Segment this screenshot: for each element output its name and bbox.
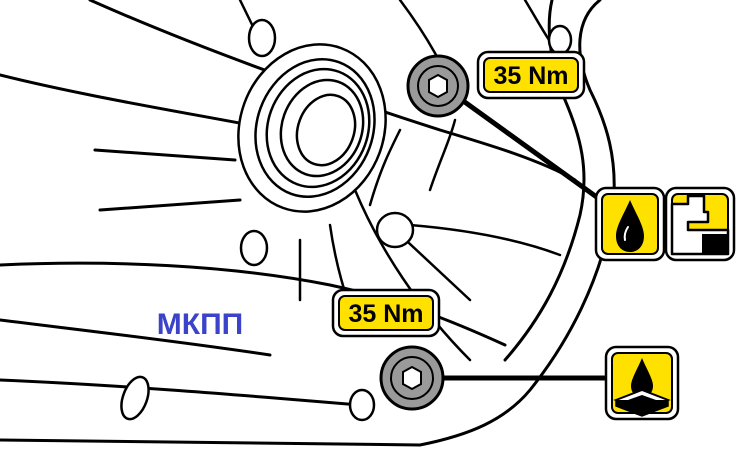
torque-value-upper: 35 Nm [493, 62, 568, 90]
shaft-seal [237, 43, 387, 213]
drain-plug [379, 345, 445, 411]
hex-socket-icon [428, 73, 448, 99]
torque-value-lower: 35 Nm [348, 300, 423, 328]
leader-lines [437, 92, 613, 381]
torque-badge-lower: 35 Nm [331, 288, 441, 338]
oil-level-fill-icon [664, 186, 736, 262]
component-label: МКПП [157, 308, 243, 341]
oil-drop-icon [594, 186, 666, 262]
oil-drain-icon [604, 345, 680, 421]
fill-plug [406, 54, 470, 118]
housing-bosses [120, 18, 573, 422]
hex-socket-icon [402, 365, 422, 391]
torque-badge-upper: 35 Nm [476, 50, 586, 100]
